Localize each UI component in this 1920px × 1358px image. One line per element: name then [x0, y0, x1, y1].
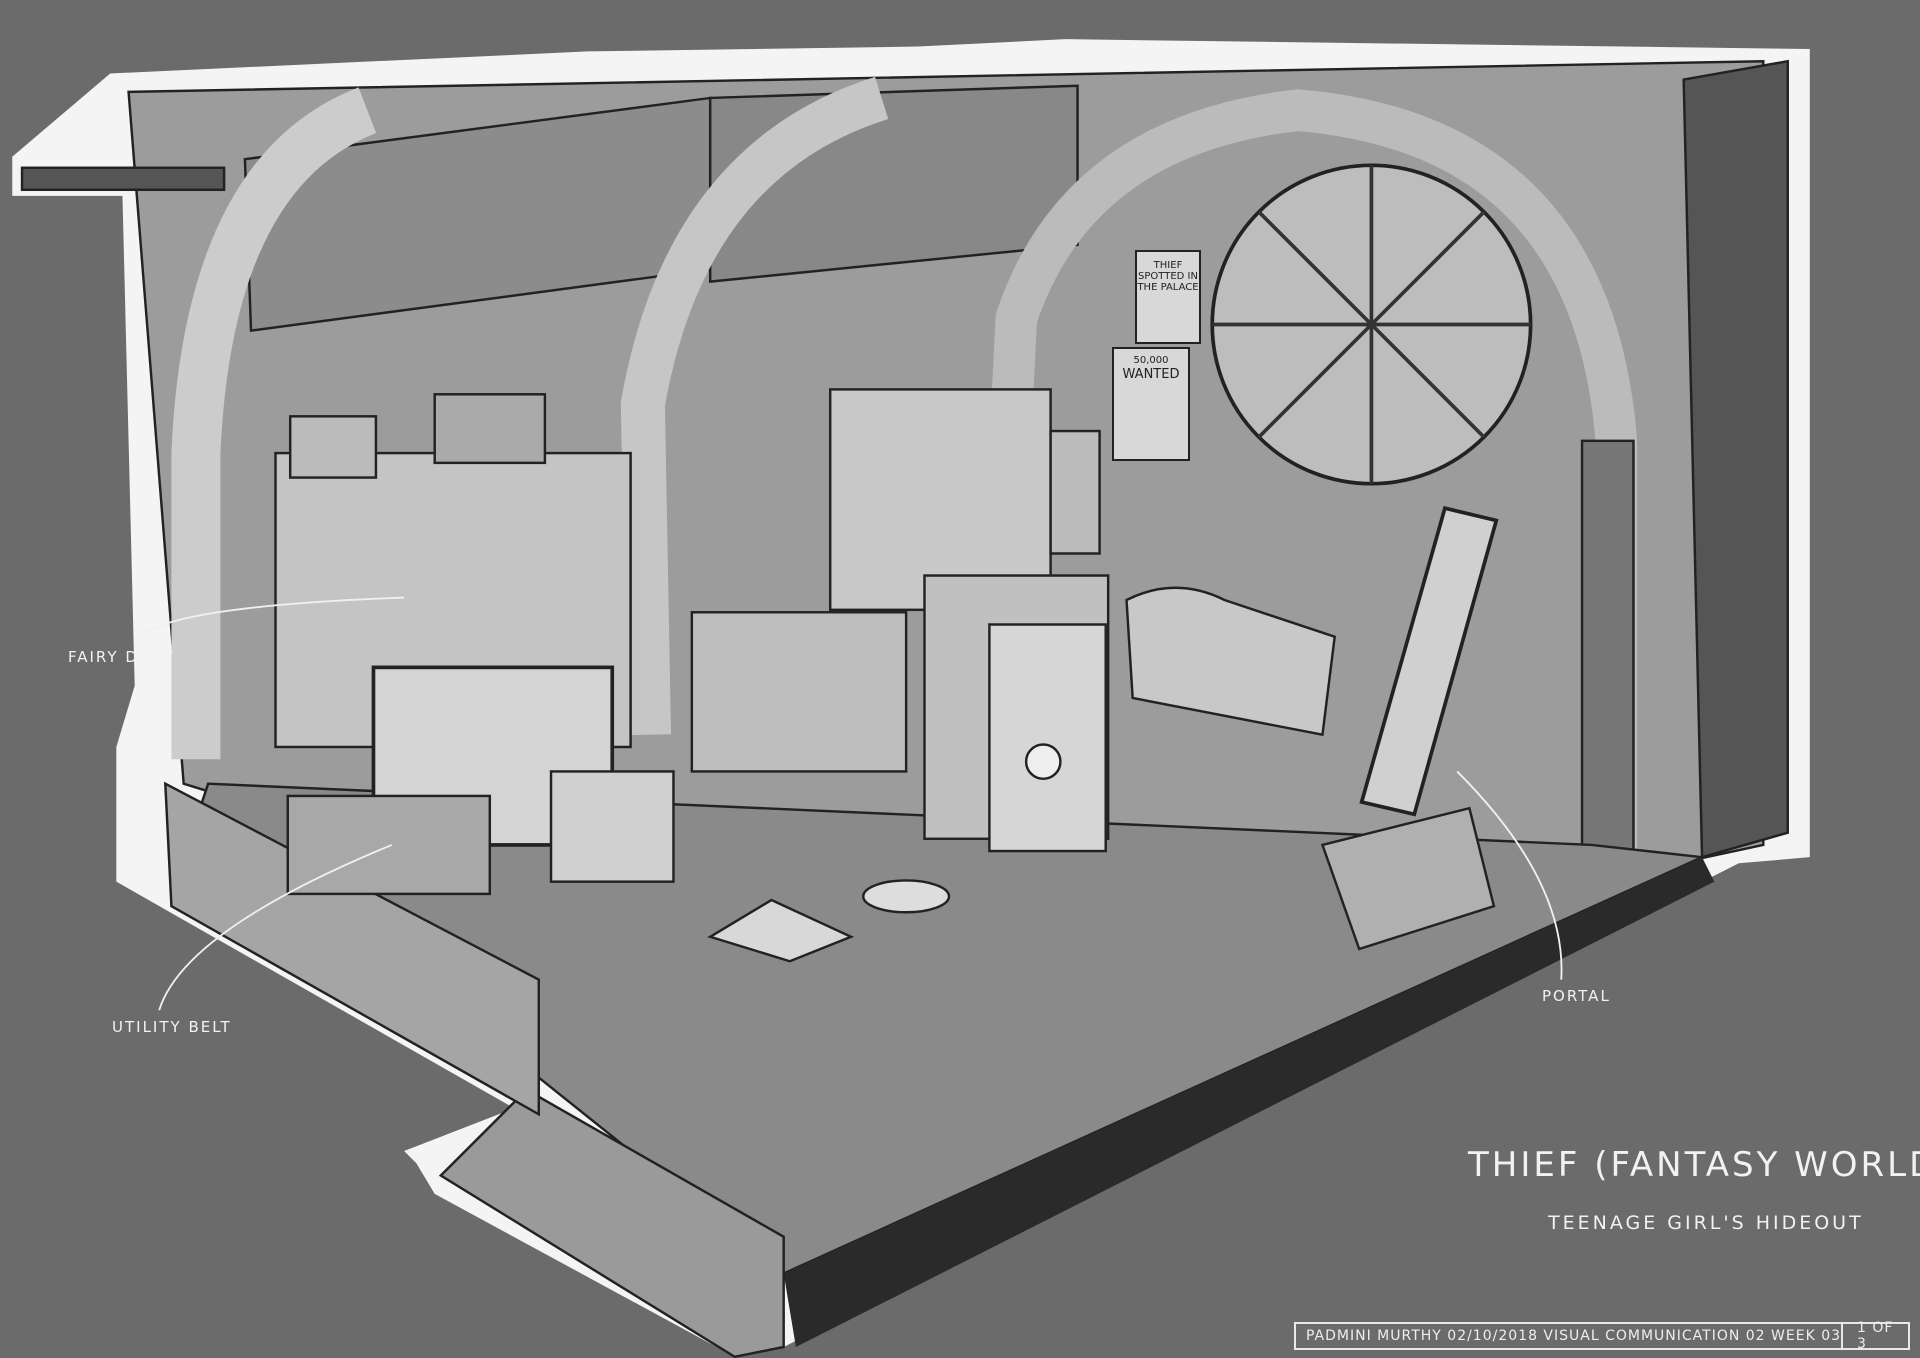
pillar-right: [1580, 439, 1635, 896]
wardrobe: [828, 388, 1052, 612]
safe-dial: [1024, 743, 1062, 781]
crate-left: [286, 794, 492, 896]
safe-door: [988, 623, 1107, 853]
floor-front-edge: [783, 857, 1715, 1347]
cushion: [707, 898, 855, 963]
stairs: [438, 1088, 785, 1358]
poster-thief-spotted: THIEF SPOTTED IN THE PALACE: [1135, 250, 1201, 344]
right-wall: [1682, 59, 1789, 859]
front-ledge: [163, 781, 540, 1117]
label-portal: PORTAL: [1542, 987, 1611, 1005]
title-block-info: PADMINI MURTHY 02/10/2018 VISUAL COMMUNI…: [1306, 1328, 1842, 1344]
fairy-dust-leader: [140, 596, 405, 638]
label-utility-belt: UTILITY BELT: [112, 1018, 232, 1036]
label-fairy-dust: FAIRY DUST: [68, 648, 175, 666]
small-frame: [549, 770, 675, 883]
arch-3: [983, 89, 1638, 894]
arch-2: [620, 76, 889, 736]
arch-1: [171, 87, 377, 760]
crate-right: [1320, 806, 1496, 951]
poster-wanted-title: WANTED: [1122, 367, 1180, 382]
title-block-page: 1 OF 3: [1841, 1320, 1908, 1352]
drawer-cabinet: [690, 611, 908, 773]
chest-on-shelf: [288, 415, 378, 479]
poster-wanted: 50,000 WANTED: [1112, 347, 1190, 461]
stove: [1049, 429, 1101, 555]
artwork-title: THIEF (FANTASY WORLD): [1468, 1145, 1920, 1185]
window-spokes: [1212, 165, 1531, 484]
poster-spotted-text: THIEF SPOTTED IN THE PALACE: [1137, 260, 1199, 293]
sofa: [1125, 586, 1337, 737]
portal-mirror: [1359, 505, 1499, 817]
poster-reward: 50,000: [1133, 355, 1169, 366]
title-block: PADMINI MURTHY 02/10/2018 VISUAL COMMUNI…: [1294, 1320, 1910, 1352]
box-on-shelf: [433, 393, 547, 465]
stool: [862, 879, 951, 914]
artwork-subtitle: TEENAGE GIRL'S HIDEOUT: [1548, 1212, 1864, 1234]
portal-leader: [1456, 770, 1563, 980]
utility-belt-leader: [158, 844, 393, 1011]
beam: [20, 166, 226, 192]
